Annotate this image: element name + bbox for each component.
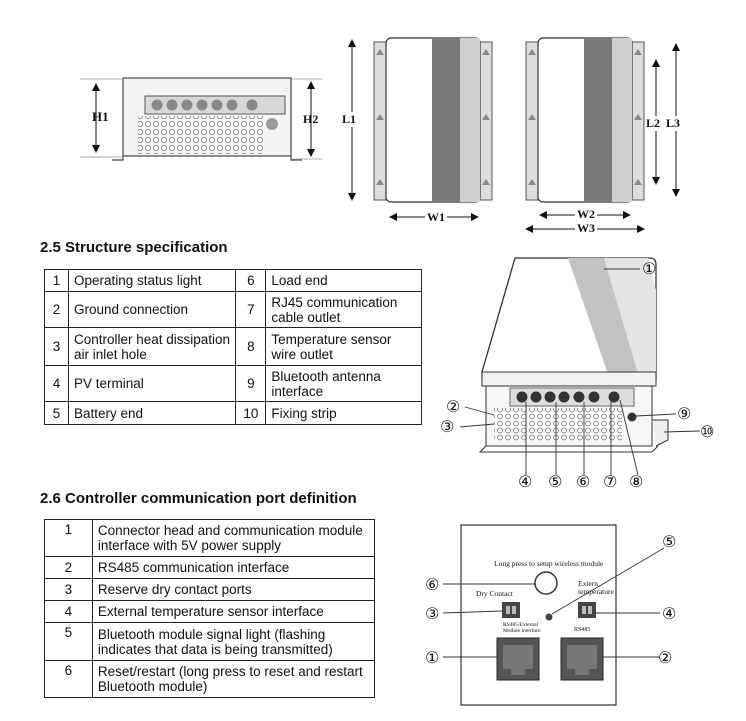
table-row: 3 Controller heat dissipation air inlet …	[44, 327, 422, 366]
table-row: 5 Bluetooth module signal light (flashin…	[44, 622, 376, 661]
item-number: 2	[44, 556, 93, 579]
table-row: 2 RS485 communication interface	[44, 556, 376, 579]
item-number: 4	[44, 600, 93, 623]
table-row: 2 Ground connection 7 RJ45 communication…	[44, 291, 422, 328]
item-number: 2	[44, 291, 69, 328]
rs485-ext-label: RS485/External Module interface	[503, 622, 541, 634]
dim-label-l2: L2	[646, 116, 661, 131]
item-number: 3	[44, 578, 93, 601]
item-number: 1	[44, 519, 93, 557]
callout-10: ⑩	[700, 422, 715, 441]
item-description: PV terminal	[67, 365, 237, 402]
item-description: RJ45 communication cable outlet	[265, 291, 422, 328]
item-number: 9	[235, 365, 267, 402]
port-callout-1: ①	[425, 648, 440, 667]
rs485-label: RS485	[574, 627, 591, 633]
callout-2: ②	[446, 397, 461, 416]
item-description: Reserve dry contact ports	[91, 578, 376, 601]
table-row: 1 Connector head and communication modul…	[44, 519, 376, 557]
item-number: 6	[235, 269, 267, 292]
dim-label-h2: H2	[303, 112, 319, 126]
table-row: 4 PV terminal 9 Bluetooth antenna interf…	[44, 365, 422, 402]
item-number: 4	[44, 365, 69, 402]
dry-contact-label: Dry Contact	[476, 589, 513, 598]
item-description: Bluetooth antenna interface	[265, 365, 422, 402]
front-view	[112, 77, 302, 161]
callout-6: ⑥	[576, 472, 591, 491]
item-description: Fixing strip	[265, 401, 422, 425]
side-view-1	[373, 37, 493, 203]
callout-7: ⑦	[603, 472, 618, 491]
item-number: 10	[235, 401, 267, 425]
dim-label-l1: L1	[342, 112, 357, 127]
port-definition-table: 1 Connector head and communication modul…	[44, 519, 376, 698]
item-description: Controller heat dissipation air inlet ho…	[67, 327, 237, 366]
dim-label-w2: W2	[575, 207, 597, 222]
port-callout-6: ⑥	[425, 575, 440, 594]
table-row: 3 Reserve dry contact ports	[44, 578, 376, 601]
item-description: Ground connection	[67, 291, 237, 328]
item-description: Load end	[265, 269, 422, 292]
port-callout-5: ⑤	[662, 532, 677, 551]
port-callout-3: ③	[425, 604, 440, 623]
section-title-2-5: 2.5 Structure specification	[40, 239, 228, 256]
item-number: 7	[235, 291, 267, 328]
table-row: 4 External temperature sensor interface	[44, 600, 376, 623]
item-description: Bluetooth module signal light (flashing …	[91, 622, 376, 661]
item-number: 6	[44, 660, 93, 698]
item-description: Battery end	[67, 401, 237, 425]
item-number: 1	[44, 269, 69, 292]
port-panel-figure	[442, 524, 665, 706]
port-callout-4: ④	[662, 604, 677, 623]
dim-label-w1: W1	[425, 210, 447, 225]
table-row: 5 Battery end 10 Fixing strip	[44, 401, 422, 425]
port-callout-2: ②	[658, 648, 673, 667]
section-title-2-6: 2.6 Controller communication port defini…	[40, 490, 357, 507]
callout-1: ①	[642, 259, 657, 278]
item-description: Temperature sensor wire outlet	[265, 327, 422, 366]
controller-figure	[459, 257, 701, 476]
structure-spec-table: 1 Operating status light 6 Load end 2 Gr…	[44, 269, 422, 425]
dim-label-w3: W3	[575, 221, 597, 236]
extern-temp-label: Extern temperature	[578, 579, 614, 596]
callout-3: ③	[440, 417, 455, 436]
long-press-label: Long press to setup wireless module	[494, 559, 604, 568]
dimension-drawings	[80, 37, 680, 233]
item-number: 8	[235, 327, 267, 366]
item-description: RS485 communication interface	[91, 556, 376, 579]
callout-9: ⑨	[677, 404, 692, 423]
item-number: 3	[44, 327, 69, 366]
item-description: Connector head and communication module …	[91, 519, 376, 557]
item-number: 5	[44, 622, 93, 661]
table-row: 1 Operating status light 6 Load end	[44, 269, 422, 292]
callout-8: ⑧	[629, 472, 644, 491]
item-description: Reset/restart (long press to reset and r…	[91, 660, 376, 698]
dim-label-l3: L3	[666, 116, 681, 131]
callout-5: ⑤	[548, 472, 563, 491]
item-description: Operating status light	[67, 269, 237, 292]
dim-label-h1: H1	[92, 109, 109, 124]
item-description: External temperature sensor interface	[91, 600, 376, 623]
callout-4: ④	[518, 472, 533, 491]
item-number: 5	[44, 401, 69, 425]
side-view-2	[525, 37, 645, 203]
table-row: 6 Reset/restart (long press to reset and…	[44, 660, 376, 698]
